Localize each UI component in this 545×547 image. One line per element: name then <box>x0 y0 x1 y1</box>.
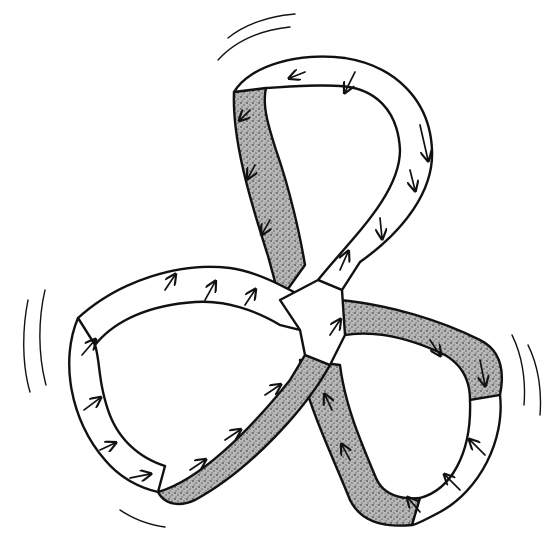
left-loop-outer-band <box>69 318 165 492</box>
right-loop-back-band <box>340 300 502 400</box>
left-loop-lower-band <box>158 355 330 504</box>
right-loop-front-band <box>412 395 501 525</box>
top-loop-back-band <box>234 88 305 300</box>
